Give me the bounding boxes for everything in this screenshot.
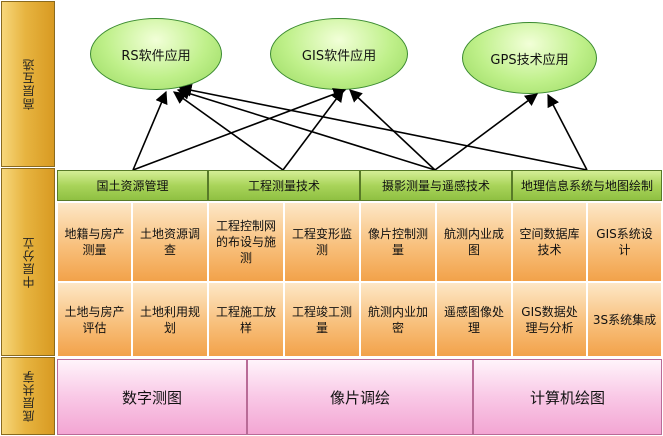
arrow-photo-to-rs <box>176 87 436 171</box>
module-item: 土地利用规划 <box>132 282 208 357</box>
module-item: GIS系统设计 <box>587 202 662 282</box>
layer-label-middle: 中层分立 <box>1 168 55 356</box>
foundation-digital-mapping: 数字测图 <box>57 359 247 435</box>
module-item: 工程施工放样 <box>208 282 284 357</box>
layer-label-top: 高层互选 <box>1 1 55 167</box>
module-item: 土地与房产评估 <box>57 282 132 357</box>
arrow-eng-to-gis <box>282 88 344 171</box>
arrow-geo-to-gps <box>547 93 588 171</box>
module-item: 遥感图像处理 <box>436 282 512 357</box>
foundation-computer-drawing: 计算机绘图 <box>473 359 662 435</box>
module-item: GIS数据处理与分析 <box>512 282 587 357</box>
module-item: 土地资源调查 <box>132 202 208 282</box>
layer-label-bottom: 底层共享 <box>1 357 55 435</box>
arrow-geo-to-rs <box>178 84 588 171</box>
arrow-land-to-rs <box>132 90 168 171</box>
arrow-eng-to-rs <box>172 91 284 171</box>
module-header-land: 国土资源管理 <box>57 170 208 201</box>
module-header-engineering: 工程测量技术 <box>208 170 360 201</box>
module-item: 工程控制网的布设与施测 <box>208 202 284 282</box>
module-item: 工程竣工测量 <box>284 282 360 357</box>
module-header-photogrammetry: 摄影测量与遥感技术 <box>360 170 512 201</box>
module-item: 航测内业成图 <box>436 202 512 282</box>
foundation-photo-annotation: 像片调绘 <box>247 359 473 435</box>
arrow-land-to-gis <box>132 88 347 171</box>
module-item: 航测内业加密 <box>360 282 436 357</box>
arrow-photo-to-gps <box>434 93 539 171</box>
module-item: 地籍与房产测量 <box>57 202 132 282</box>
module-item: 像片控制测量 <box>360 202 436 282</box>
module-item: 工程变形监测 <box>284 202 360 282</box>
module-item: 空间数据库技术 <box>512 202 587 282</box>
app-oval-rs: RS软件应用 <box>90 18 222 90</box>
module-header-gis: 地理信息系统与地图绘制 <box>512 170 662 201</box>
module-item: 3S系统集成 <box>587 282 662 357</box>
